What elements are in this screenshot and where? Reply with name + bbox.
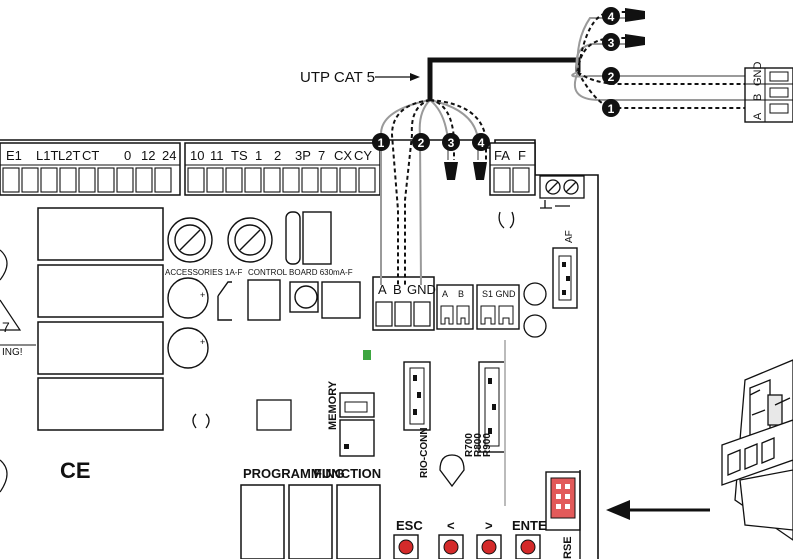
plug-in-module: [721, 359, 793, 541]
rs485-b-label: B: [393, 282, 402, 297]
af-connector: AF: [552, 230, 578, 309]
wire-number-1: 1: [378, 136, 385, 150]
terminal-labels: E1 L1T L2T CT 0 12 24 10 11 TS 1 2 3P 7 …: [6, 148, 526, 163]
capacitors: + +: [167, 277, 361, 369]
board-edge-left: [0, 249, 22, 493]
fuse-accessories-label: ACCESSORIES 1A-F: [165, 268, 242, 277]
terminal-label: 0: [124, 148, 131, 163]
s1-gnd-connector: S1 GND: [476, 284, 520, 330]
round-components: [523, 282, 547, 338]
terminal-label: F: [518, 148, 526, 163]
terminal-label: E1: [6, 148, 22, 163]
insert-arrow: [606, 500, 710, 520]
ground-terminal: [539, 175, 585, 209]
terminal-label: L1T: [36, 148, 58, 163]
svg-text:+: +: [200, 290, 205, 300]
fuses: [167, 211, 332, 265]
warning-fragment: ING!: [2, 347, 23, 358]
terminal-label: CX: [334, 148, 352, 163]
programming-label: PROGRAMMING: [243, 466, 345, 481]
terminal-label: L2T: [58, 148, 80, 163]
ext-wire-number-1: 1: [608, 102, 615, 116]
ext-a-label: A: [752, 112, 764, 120]
s1-gnd-label: S1 GND: [482, 289, 516, 299]
utp-cable: [427, 57, 581, 100]
memory-slot: MEMORY: [327, 380, 375, 457]
esc-button[interactable]: [398, 539, 414, 555]
ext-b-label: B: [752, 94, 764, 101]
terminal-label: CY: [354, 148, 372, 163]
left-button[interactable]: [443, 539, 459, 555]
terminal-label: 1: [255, 148, 262, 163]
relays: [37, 207, 164, 431]
rs485-terminal: A B GND: [372, 276, 436, 331]
board-wires: [379, 99, 487, 286]
wire-number-markers: 1 2 3 4 4 3 2 1: [372, 7, 620, 151]
terminal-screws: [2, 167, 530, 193]
wire-number-2: 2: [418, 136, 425, 150]
function-label: FUNCTION: [314, 466, 381, 481]
left-label: <: [447, 518, 455, 533]
terminal-label: 12: [141, 148, 155, 163]
wire-number-4: 4: [478, 136, 485, 150]
r800-label: R800: [473, 433, 484, 457]
misc-components: [192, 399, 465, 488]
ext-wire-number-3: 3: [608, 36, 615, 50]
right-button[interactable]: [481, 539, 497, 555]
terminal-label: CT: [82, 148, 99, 163]
terminal-label: 7: [318, 148, 325, 163]
utp-cat5-label: UTP CAT 5: [300, 69, 375, 86]
external-wires: [571, 11, 745, 110]
right-label: >: [485, 518, 493, 533]
esc-label: ESC: [396, 518, 423, 533]
warning-digit: 7: [2, 319, 10, 335]
rse-connector: RSE: [545, 470, 581, 559]
memory-label: MEMORY: [327, 380, 339, 430]
ab-connector-b: B: [458, 289, 464, 299]
terminal-label: 24: [162, 148, 176, 163]
wire-caps-external: [625, 8, 645, 48]
wire-number-3: 3: [448, 136, 455, 150]
r900-label: R900: [482, 433, 493, 457]
rio-conn-connector: RIO-CONN: [403, 361, 431, 478]
ab-connector-a: A: [442, 289, 448, 299]
ext-wire-number-2: 2: [608, 70, 615, 84]
clip-icon: [498, 211, 515, 229]
ce-mark: CE: [60, 458, 91, 483]
ext-wire-number-4: 4: [608, 10, 615, 24]
terminal-label: 10: [190, 148, 204, 163]
wire-caps-board: [444, 162, 487, 180]
enter-button[interactable]: [520, 539, 536, 555]
af-label: AF: [564, 230, 575, 243]
terminal-label: FA: [494, 148, 510, 163]
r700-connector: R700 R800 R900: [464, 361, 506, 457]
external-terminal: A B GND: [744, 62, 793, 123]
ab-connector: A B: [436, 284, 474, 330]
cable-label: UTP CAT 5: [300, 69, 420, 86]
rs485-a-label: A: [378, 282, 387, 297]
terminal-label: TS: [231, 148, 248, 163]
terminal-label: 11: [210, 148, 224, 163]
push-buttons: ESC < > ENTER: [393, 518, 557, 559]
terminal-label: 2: [274, 148, 281, 163]
green-led: [363, 350, 371, 360]
terminal-label: 3P: [295, 148, 311, 163]
rio-conn-label: RIO-CONN: [419, 427, 430, 478]
fuse-control-label: CONTROL BOARD 630mA-F: [248, 268, 353, 277]
display-segments: [240, 484, 381, 559]
rse-label: RSE: [562, 536, 574, 559]
r700-label: R700: [464, 433, 475, 457]
rs485-gnd-label: GND: [407, 282, 436, 297]
ext-gnd-label: GND: [752, 62, 764, 87]
svg-text:+: +: [200, 337, 205, 347]
